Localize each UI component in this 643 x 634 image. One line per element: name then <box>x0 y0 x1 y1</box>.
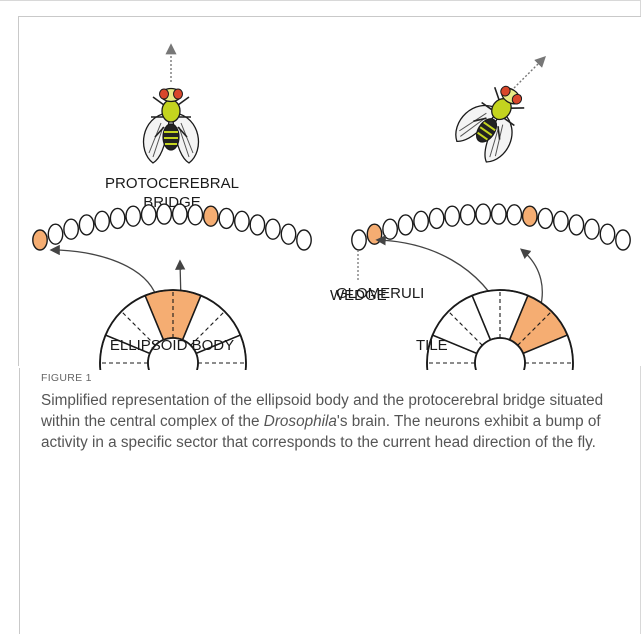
tile-label-visible: TILE <box>416 337 448 354</box>
wedge-label-visible: WEDGE <box>330 287 387 304</box>
glomerulus <box>461 205 475 225</box>
glomerulus-active <box>367 224 381 244</box>
glomerulus <box>64 219 78 239</box>
glomerulus <box>492 204 506 224</box>
fly-left <box>144 46 199 163</box>
glomerulus <box>126 206 140 226</box>
figure-caption: Simplified representation of the ellipso… <box>41 390 631 453</box>
glomerulus <box>266 219 280 239</box>
fly-thorax <box>162 100 180 122</box>
glomerulus-active <box>33 230 47 250</box>
glomerulus <box>554 211 568 231</box>
glomerulus <box>188 205 202 225</box>
glomerulus <box>507 205 521 225</box>
glomerulus <box>429 208 443 228</box>
glomerulus <box>250 215 264 235</box>
glomerulus-active <box>523 206 537 226</box>
glomerulus <box>414 211 428 231</box>
glomerulus <box>383 219 397 239</box>
glomerulus <box>219 208 233 228</box>
ellipsoid-body-left <box>100 290 246 370</box>
pb-label-line1: PROTOCEREBRAL <box>105 175 239 192</box>
glomerulus <box>95 211 109 231</box>
caption-rule <box>19 368 20 634</box>
figure-illustration: PROTOCEREBRAL BRIDGE GLOMERULI WEDGE WED… <box>0 0 643 370</box>
glomerulus <box>585 219 599 239</box>
fly-eye-left <box>160 89 169 99</box>
ellipsoid-body-label: ELLIPSOID BODY <box>110 337 234 354</box>
glomerulus <box>476 204 490 224</box>
glomerulus <box>173 204 187 224</box>
glomerulus-active <box>204 206 218 226</box>
glomerulus <box>157 204 171 224</box>
heading-arrow-right <box>514 58 544 88</box>
glomerulus <box>235 211 249 231</box>
protocerebral-bridge-right <box>352 204 630 250</box>
caption-italic-species: Drosophila <box>264 413 337 430</box>
glomerulus <box>352 230 366 250</box>
glomerulus <box>445 206 459 226</box>
glomerulus <box>538 208 552 228</box>
glomerulus <box>600 224 614 244</box>
glomerulus <box>48 224 62 244</box>
glomerulus <box>297 230 311 250</box>
projection-arrow-left-outer <box>52 250 158 302</box>
glomerulus <box>110 208 124 228</box>
figure-label: FIGURE 1 <box>41 372 92 384</box>
glomerulus <box>616 230 630 250</box>
fly-right <box>449 58 544 167</box>
glomerulus <box>281 224 295 244</box>
glomerulus <box>569 215 583 235</box>
glomerulus <box>142 205 156 225</box>
fly-eye-right <box>174 89 183 99</box>
ellipsoid-body-right <box>427 290 573 370</box>
glomerulus <box>79 215 93 235</box>
glomerulus <box>398 215 412 235</box>
